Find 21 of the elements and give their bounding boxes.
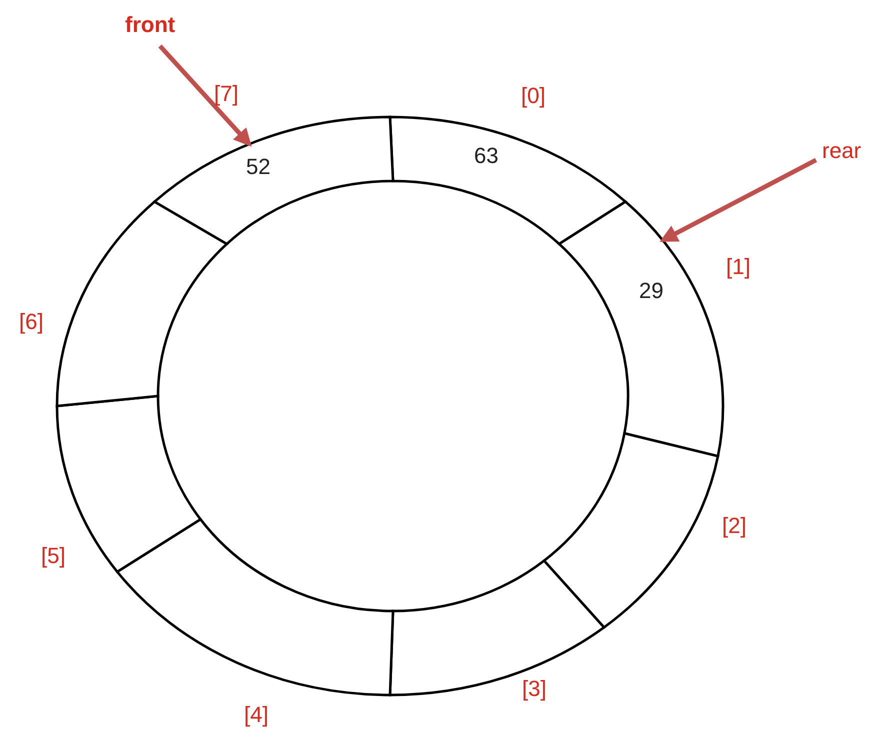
cell-value: 63 [474, 143, 498, 169]
cell-value: 52 [246, 154, 270, 180]
cell-value: 29 [639, 278, 664, 304]
index-label: [6] [19, 309, 44, 335]
index-label: [1] [726, 254, 750, 280]
arrow [158, 44, 252, 147]
pointer-label: front [125, 12, 176, 38]
ring-segment [542, 432, 720, 629]
ring-segment [153, 116, 394, 246]
ring-segment [388, 116, 627, 246]
arrow [660, 158, 818, 242]
ring-segment [558, 200, 724, 458]
index-label: [0] [521, 83, 546, 109]
pointer-label: rear [822, 138, 862, 164]
index-label: [3] [522, 676, 546, 702]
index-label: [7] [214, 81, 238, 107]
ring-segment [56, 200, 228, 408]
index-label: [2] [722, 513, 746, 539]
ring-segment [116, 518, 394, 696]
index-label: [5] [41, 543, 66, 569]
index-label: [4] [244, 702, 268, 728]
